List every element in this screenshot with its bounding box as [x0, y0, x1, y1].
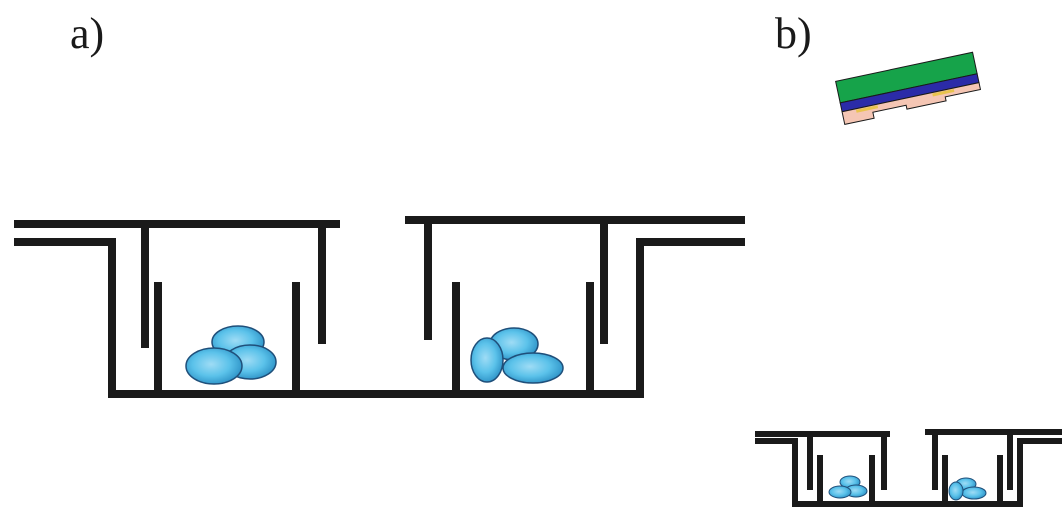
tilted-chip	[835, 51, 982, 126]
cell	[185, 347, 243, 385]
panel-b-device	[755, 429, 1062, 507]
cell	[961, 486, 987, 500]
cell	[470, 337, 504, 383]
panel-b-label: b)	[775, 9, 812, 58]
panel-a-label: a)	[70, 9, 105, 58]
cell	[948, 481, 964, 501]
cell-cluster-right	[470, 327, 564, 384]
electrode-left	[855, 105, 879, 113]
panel-a-device	[14, 216, 745, 398]
small-cell-cluster-left	[828, 475, 868, 499]
small-cell-cluster-right	[948, 477, 987, 501]
cell-cluster-left	[185, 325, 277, 385]
outer-frame	[14, 238, 745, 398]
cell	[502, 352, 564, 384]
electrode-right	[932, 88, 955, 97]
small-outer-frame	[755, 438, 1062, 507]
cell	[828, 485, 852, 499]
